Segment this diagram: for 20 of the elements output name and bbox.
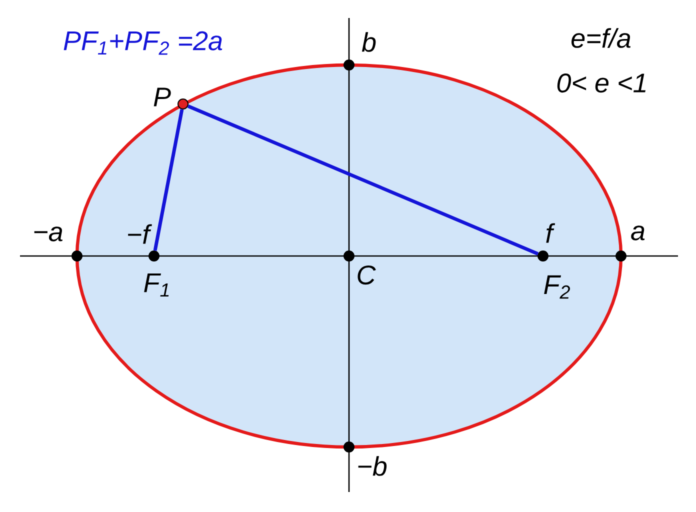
line-segment bbox=[187, 104, 539, 256]
point-label: C bbox=[358, 265, 376, 285]
point-label: f bbox=[546, 223, 556, 243]
point-marker bbox=[344, 442, 354, 452]
point-label: F$_{2}$ bbox=[544, 275, 570, 299]
formula-text: 0< e <1 bbox=[557, 73, 646, 93]
point-marker bbox=[344, 60, 354, 70]
point-label: −a bbox=[34, 226, 62, 242]
point-label: a bbox=[631, 226, 645, 240]
point-marker bbox=[616, 250, 626, 262]
point-label: b bbox=[362, 32, 376, 52]
point-marker bbox=[72, 250, 82, 262]
point-label: F$_{1}$ bbox=[144, 274, 169, 296]
point-label: −b bbox=[358, 456, 387, 476]
point-label: −f bbox=[128, 224, 152, 244]
point-label: P bbox=[154, 88, 171, 106]
line-segment bbox=[153, 109, 184, 251]
formula-text: e=f/a bbox=[572, 28, 630, 48]
point-marker bbox=[178, 98, 188, 110]
formula-text: PF$_{1}$+PF$_{2}$ =2a bbox=[64, 31, 222, 55]
